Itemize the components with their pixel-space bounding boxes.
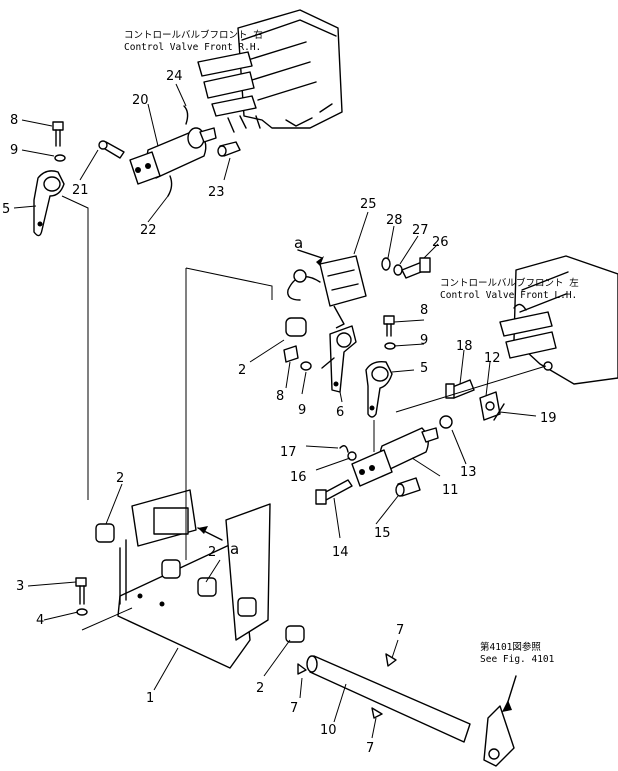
arrowhead-view-a-top: [316, 256, 324, 266]
caption-rh-jp: コントロールバルブフロント 右: [124, 29, 263, 41]
bolt-3-washer-4: [75, 577, 88, 616]
pin-21: [98, 140, 125, 159]
bolt-14: [315, 479, 353, 505]
callout-15: 15: [374, 526, 391, 541]
callout-18: 18: [456, 339, 473, 354]
bolt-8-right: [383, 315, 395, 337]
bolt-8-top-left: [52, 121, 64, 147]
cotter-pin-19: [493, 403, 505, 421]
callout-1: 1: [146, 691, 154, 706]
callout-7-top: 7: [396, 623, 404, 638]
pin-23: [217, 141, 241, 157]
callout-2-lower: 2: [256, 681, 264, 696]
callout-4: 4: [36, 613, 44, 628]
key-7-c: [371, 707, 383, 719]
callout-2-left: 2: [116, 471, 124, 486]
callout-12: 12: [484, 351, 501, 366]
nut-13: [439, 415, 453, 429]
callout-9: 9: [10, 143, 18, 158]
label-view-a-top: a: [294, 234, 303, 252]
leader-lever-6: [321, 357, 335, 369]
cotter-pin-17: [339, 445, 349, 453]
bolt-8-center: [283, 345, 299, 363]
cotter-pin-22: [167, 175, 173, 197]
pin-15: [395, 477, 421, 497]
callout-7-left: 7: [290, 701, 298, 716]
callout-27: 27: [412, 223, 429, 238]
callout-13: 13: [460, 465, 477, 480]
callout-8: 8: [10, 113, 18, 128]
callout-9-right: 9: [420, 333, 428, 348]
washer-9-center: [300, 361, 312, 371]
shaft-10: [306, 655, 471, 743]
caption-fig-en: See Fig. 4101: [480, 654, 555, 665]
callout-21: 21: [72, 183, 89, 198]
cylinder-11: [351, 427, 439, 487]
control-valve-rh: [197, 9, 343, 133]
callout-28: 28: [386, 213, 403, 228]
washer-27: [393, 264, 403, 276]
caption-fig-jp: 第4101図参照: [480, 641, 541, 653]
callout-2-middle: 2: [208, 545, 216, 560]
washer-28: [381, 257, 391, 271]
bracket-1: [117, 267, 273, 669]
callout-17: 17: [280, 445, 297, 460]
callout-5: 5: [2, 202, 10, 217]
callout-14: 14: [332, 545, 349, 560]
label-view-a-bottom: a: [230, 540, 239, 558]
callout-23: 23: [208, 185, 225, 200]
bushings-2-bracket: [95, 523, 305, 643]
callout-6: 6: [336, 405, 344, 420]
callout-2-upper: 2: [238, 363, 246, 378]
callout-11: 11: [442, 483, 459, 498]
key-7-a: [385, 653, 397, 667]
callout-8-center: 8: [276, 389, 284, 404]
callout-26: 26: [432, 235, 449, 250]
control-valve-lh: [499, 255, 618, 385]
block-12: [479, 391, 501, 421]
washer-9-right: [384, 342, 396, 350]
caption-lh-jp: コントロールバルブフロント 左: [440, 277, 579, 289]
link-rod-left: [61, 195, 89, 500]
leader-bolt-3: [81, 607, 133, 631]
bracket-25: [287, 255, 367, 329]
arrowhead-see-fig: [502, 700, 512, 712]
lever-6: [329, 325, 357, 393]
arrow-view-a-top: [297, 249, 323, 259]
cylinder-20: [129, 127, 217, 185]
link-line-lh: [395, 365, 547, 413]
arrowhead-view-a-bottom: [198, 526, 208, 534]
callout-25: 25: [360, 197, 377, 212]
callout-7-bottom: 7: [366, 741, 374, 756]
leader-lines: [13, 83, 537, 739]
callout-8-right: 8: [420, 303, 428, 318]
cotter-pin-24: [183, 105, 189, 125]
caption-lh-en: Control Valve Front L.H.: [440, 290, 577, 301]
key-7-b: [297, 663, 307, 675]
bushing-2-upper: [285, 317, 307, 337]
lever-see-fig-4101: [483, 705, 515, 767]
callout-20: 20: [132, 93, 149, 108]
caption-rh-en: Control Valve Front R.H.: [124, 42, 261, 53]
lever-5-left: [33, 170, 65, 237]
lever-5-right: [365, 360, 393, 418]
callout-10: 10: [320, 723, 337, 738]
callout-3: 3: [16, 579, 24, 594]
callout-24: 24: [166, 69, 183, 84]
callout-9-center: 9: [298, 403, 306, 418]
callout-22: 22: [140, 223, 157, 238]
callout-16: 16: [290, 470, 307, 485]
washer-9-top-left: [54, 154, 66, 162]
callout-5-right: 5: [420, 361, 428, 376]
bolt-26: [401, 257, 431, 279]
callout-19: 19: [540, 411, 557, 426]
